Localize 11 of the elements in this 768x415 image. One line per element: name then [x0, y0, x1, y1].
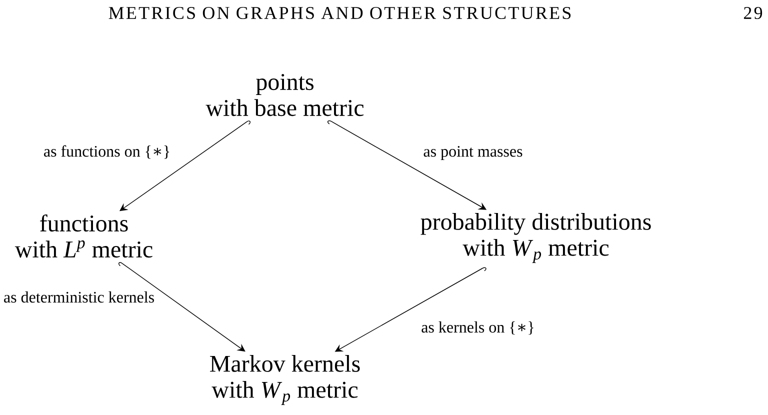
- node-label: functions with L$^{p}$ metric: [14, 214, 152, 258]
- edge-label: as point masses: [424, 146, 522, 160]
- edge-label: as kernels on {∗}: [422, 321, 534, 335]
- node-label: Markov kernels with W$_{p}$ metric: [210, 355, 360, 405]
- hook-arrow: [118, 262, 246, 352]
- node-label: points with base metric: [206, 74, 364, 116]
- edge-label: as deterministic kernels: [4, 291, 154, 303]
- page-number: 29: [744, 6, 762, 20]
- node-label: probability distributions with W$_{p}$ metric: [420, 213, 651, 263]
- running-header: METRICS ON GRAPHS AND OTHER STRUCTURES: [108, 6, 571, 20]
- edge-label: as functions on {∗}: [44, 145, 170, 159]
